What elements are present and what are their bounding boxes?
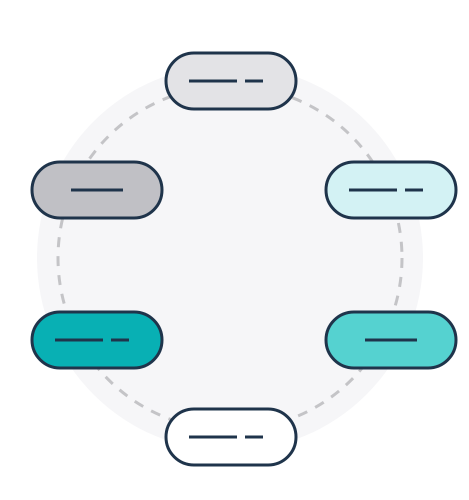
node-top <box>164 51 298 111</box>
background-circle <box>37 65 423 451</box>
node-left-bottom <box>30 310 164 370</box>
node-bottom <box>164 407 298 467</box>
node-left-top <box>30 160 164 220</box>
nodes-layer <box>30 51 458 467</box>
node-right-top <box>324 160 458 220</box>
node-right-bottom <box>324 310 458 370</box>
